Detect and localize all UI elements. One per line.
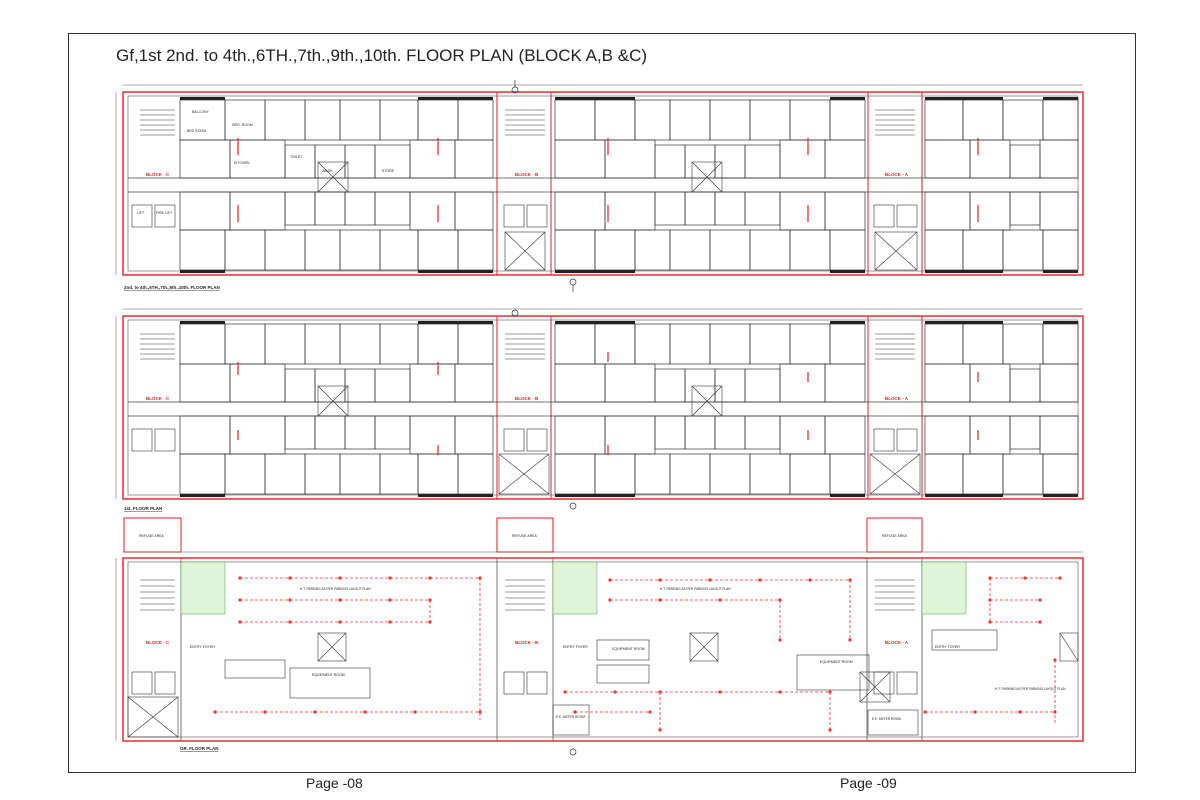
entry-foyer-label-b: ENTRY FOYER: [563, 645, 588, 649]
room-label-kitchen: KITCHEN: [234, 161, 250, 165]
drawing-sheet-border: [68, 33, 1136, 773]
room-label-wash: WASH: [322, 169, 333, 173]
refuge-area-label-a: REFUGE AREA: [882, 534, 908, 538]
block-label-c-ground: BLOCK - C: [146, 640, 170, 645]
plan-label-first: 1st. FLOOR PLAN: [124, 506, 162, 511]
parking-note-a: H.T. PARKING AS PER PARKING LAYOUT PLAN: [995, 687, 1066, 691]
room-label-drawing: DRG. ROOM: [232, 123, 253, 127]
room-label-fire-lift: FIRE LIFT: [156, 211, 173, 215]
entry-foyer-label-a: ENTRY FOYER: [935, 645, 960, 649]
block-label-c-first: BLOCK - C: [146, 396, 170, 401]
sheet-title: Gf,1st 2nd. to 4th.,6TH.,7th.,9th.,10th.…: [116, 46, 648, 65]
parking-note-b: H.T. PARKING AS PER PARKING LAYOUT PLAN: [660, 587, 731, 591]
plan-label-typical: 2nd. to 4th.,6TH.,7th.,9th.,10th. FLOOR …: [124, 285, 220, 290]
meter-room-label-b: E.E. METER ROOM: [556, 715, 585, 719]
plan-label-ground: GR. FLOOR PLAN: [180, 746, 219, 751]
meter-room-label-a: E.E. METER ROOM: [872, 717, 901, 721]
block-label-b-ground: BLOCK - B: [515, 640, 539, 645]
room-label-store: STORE: [382, 169, 395, 173]
room-label-balcony: BALCONY: [192, 110, 209, 114]
block-label-a-typical: BLOCK - A: [885, 172, 909, 177]
entry-foyer-label-c: ENTRY FOYER: [190, 645, 215, 649]
room-label-lift: LIFT: [137, 211, 145, 215]
plan-typical-floors: BLOCK - C BLOCK - B BLOCK - A BED ROOM D…: [115, 84, 1084, 290]
block-label-a-ground: BLOCK - A: [885, 640, 909, 645]
equipment-room-label-b: EQUIPMENT ROOM: [612, 647, 645, 651]
block-label-c-typical: BLOCK - C: [146, 172, 170, 177]
equipment-room-label-c: EQUIPMENT ROOM: [312, 673, 345, 677]
room-label-toilet: TOILET: [290, 155, 303, 159]
plan-first-floor: BLOCK - C BLOCK - B BLOCK - A 1st. FLOOR…: [115, 308, 1084, 511]
refuge-area-label-b: REFUGE AREA: [512, 534, 538, 538]
room-label-bedroom: BED ROOM: [187, 129, 206, 133]
page-number-09: Page -09: [840, 775, 897, 791]
block-label-b-typical: BLOCK - B: [515, 172, 539, 177]
parking-note-c: H.T. PARKING AS PER PARKING LAYOUT PLAN: [300, 587, 371, 591]
block-label-a-first: BLOCK - A: [885, 396, 909, 401]
block-label-b-first: BLOCK - B: [515, 396, 539, 401]
equipment-room-label-a: EQUIPMENT ROOM: [820, 660, 853, 664]
page-number-08: Page -08: [306, 775, 363, 791]
plan-ground-floor: REFUGE AREA REFUGE AREA REFUGE AREA: [115, 517, 1084, 751]
refuge-area-label-c: REFUGE AREA: [139, 534, 165, 538]
